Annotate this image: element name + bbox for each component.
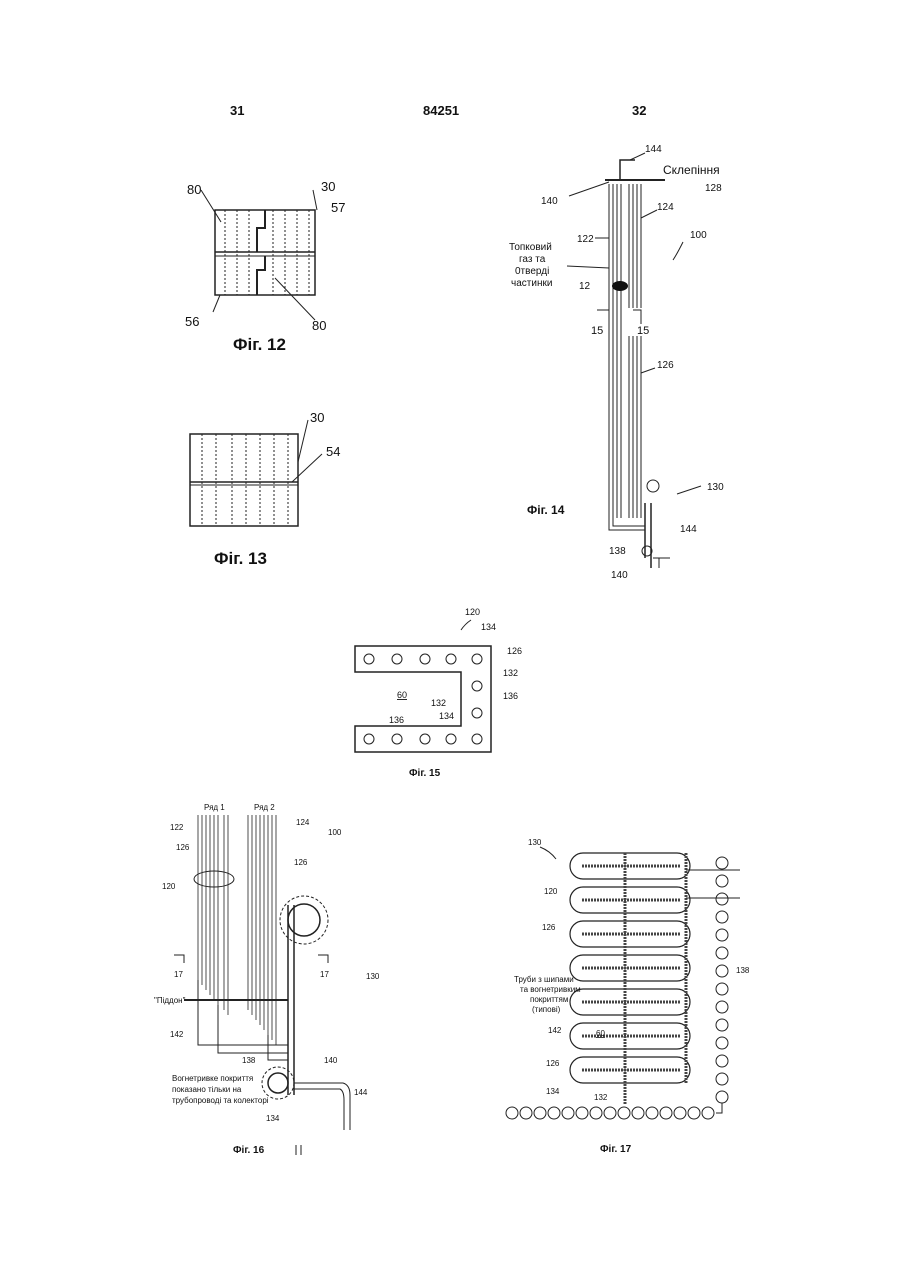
ref-122: 122 (577, 234, 594, 245)
ref-138: 138 (736, 966, 750, 975)
ref-124: 124 (296, 818, 310, 827)
ref-126: 126 (507, 646, 522, 656)
ref-60: 60 (397, 690, 407, 700)
fig17-caption: Фіг. 17 (600, 1144, 632, 1155)
tubes-line2: та вогнетривким (520, 985, 581, 994)
tubes-line4: (типові) (532, 1005, 561, 1014)
ref-122: 122 (170, 823, 184, 832)
tubes-line3: покриттям (530, 995, 568, 1004)
section-15-right: 15 (637, 325, 649, 337)
ref-134: 134 (546, 1087, 560, 1096)
section-17-left: 17 (174, 970, 183, 979)
fig12-caption: Фіг. 12 (233, 335, 286, 354)
ref-140-top: 140 (541, 196, 558, 207)
figure-17: 130 120 126 138 Труби з шипами та вогнет… (500, 835, 760, 1160)
fig15-caption: Фіг. 15 (409, 768, 441, 779)
tubes-line1: Труби з шипами (514, 975, 574, 984)
figure-13: 30 54 Фіг. 13 (180, 402, 360, 572)
section-15-left: 15 (591, 325, 603, 337)
ref-144-top: 144 (645, 144, 662, 155)
gas-label-line2: газ та (519, 254, 546, 265)
ref-30: 30 (321, 179, 335, 194)
ref-126-bottom: 126 (546, 1059, 560, 1068)
ref-144: 144 (354, 1088, 368, 1097)
ref-132-left: 132 (431, 698, 446, 708)
fig13-caption: Фіг. 13 (214, 549, 267, 568)
figure-15: 120 134 126 132 136 60 132 136 134 Фіг. … (343, 600, 533, 790)
right-page-number: 32 (632, 103, 646, 118)
ref-57: 57 (331, 200, 345, 215)
ref-128: 128 (705, 183, 722, 194)
ref-132: 132 (594, 1093, 608, 1102)
ref-142: 142 (548, 1026, 562, 1035)
patent-number: 84251 (423, 103, 459, 118)
ref-140: 140 (324, 1056, 338, 1065)
ref-30: 30 (310, 410, 324, 425)
fig16-caption: Фіг. 16 (233, 1145, 265, 1156)
ref-134-bottom: 134 (439, 711, 454, 721)
ref-126: 126 (657, 360, 674, 371)
ref-138: 138 (242, 1056, 256, 1065)
ref-134-top: 134 (481, 622, 496, 632)
row1-label: Ряд 1 (204, 803, 225, 812)
section-17-right: 17 (320, 970, 329, 979)
ref-136-right: 136 (503, 691, 518, 701)
ref-140-bottom: 140 (611, 570, 628, 581)
tray-label: "Піддон" (154, 996, 186, 1005)
ref-132-right: 132 (503, 668, 518, 678)
gas-label-line3: 0тверді (515, 266, 549, 277)
ref-138: 138 (609, 546, 626, 557)
ref-130: 130 (366, 972, 380, 981)
figure-12: 80 30 57 56 80 Фіг. 12 (175, 170, 355, 355)
ref-80-b: 80 (312, 318, 326, 333)
ref-126-top: 126 (542, 923, 556, 932)
note-line1: Вогнетривке покриття (172, 1074, 253, 1083)
ref-60: 60 (596, 1029, 605, 1038)
ref-134: 134 (266, 1114, 280, 1123)
ref-124: 124 (657, 202, 674, 213)
ref-12: 12 (579, 281, 591, 292)
ref-100: 100 (328, 828, 342, 837)
ref-130: 130 (707, 482, 724, 493)
left-page-number: 31 (230, 103, 244, 118)
fig14-caption: Фіг. 14 (527, 503, 565, 517)
figure-14: 144 Склепіння 128 140 124 122 100 Топков… (505, 138, 745, 588)
ref-126-left: 126 (176, 843, 190, 852)
ref-54: 54 (326, 444, 340, 459)
figure-16: Ряд 1 Ряд 2 122 124 100 126 126 120 17 1… (158, 795, 398, 1160)
vault-label: Склепіння (663, 163, 720, 177)
ref-120: 120 (465, 607, 480, 617)
ref-142: 142 (170, 1030, 184, 1039)
note-line2: показано тільки на (172, 1085, 242, 1094)
ref-130: 130 (528, 838, 542, 847)
ref-126-right: 126 (294, 858, 308, 867)
note-line3: трубопроводі та колекторі (172, 1096, 269, 1105)
ref-136-left: 136 (389, 715, 404, 725)
ref-100: 100 (690, 230, 707, 241)
ref-144-bottom: 144 (680, 524, 697, 535)
gas-label-line4: частинки (511, 278, 552, 289)
gas-label-line1: Топковий (509, 242, 552, 253)
ref-120: 120 (162, 882, 176, 891)
ref-120: 120 (544, 887, 558, 896)
row2-label: Ряд 2 (254, 803, 275, 812)
ref-80-a: 80 (187, 182, 201, 197)
ref-56: 56 (185, 314, 199, 329)
